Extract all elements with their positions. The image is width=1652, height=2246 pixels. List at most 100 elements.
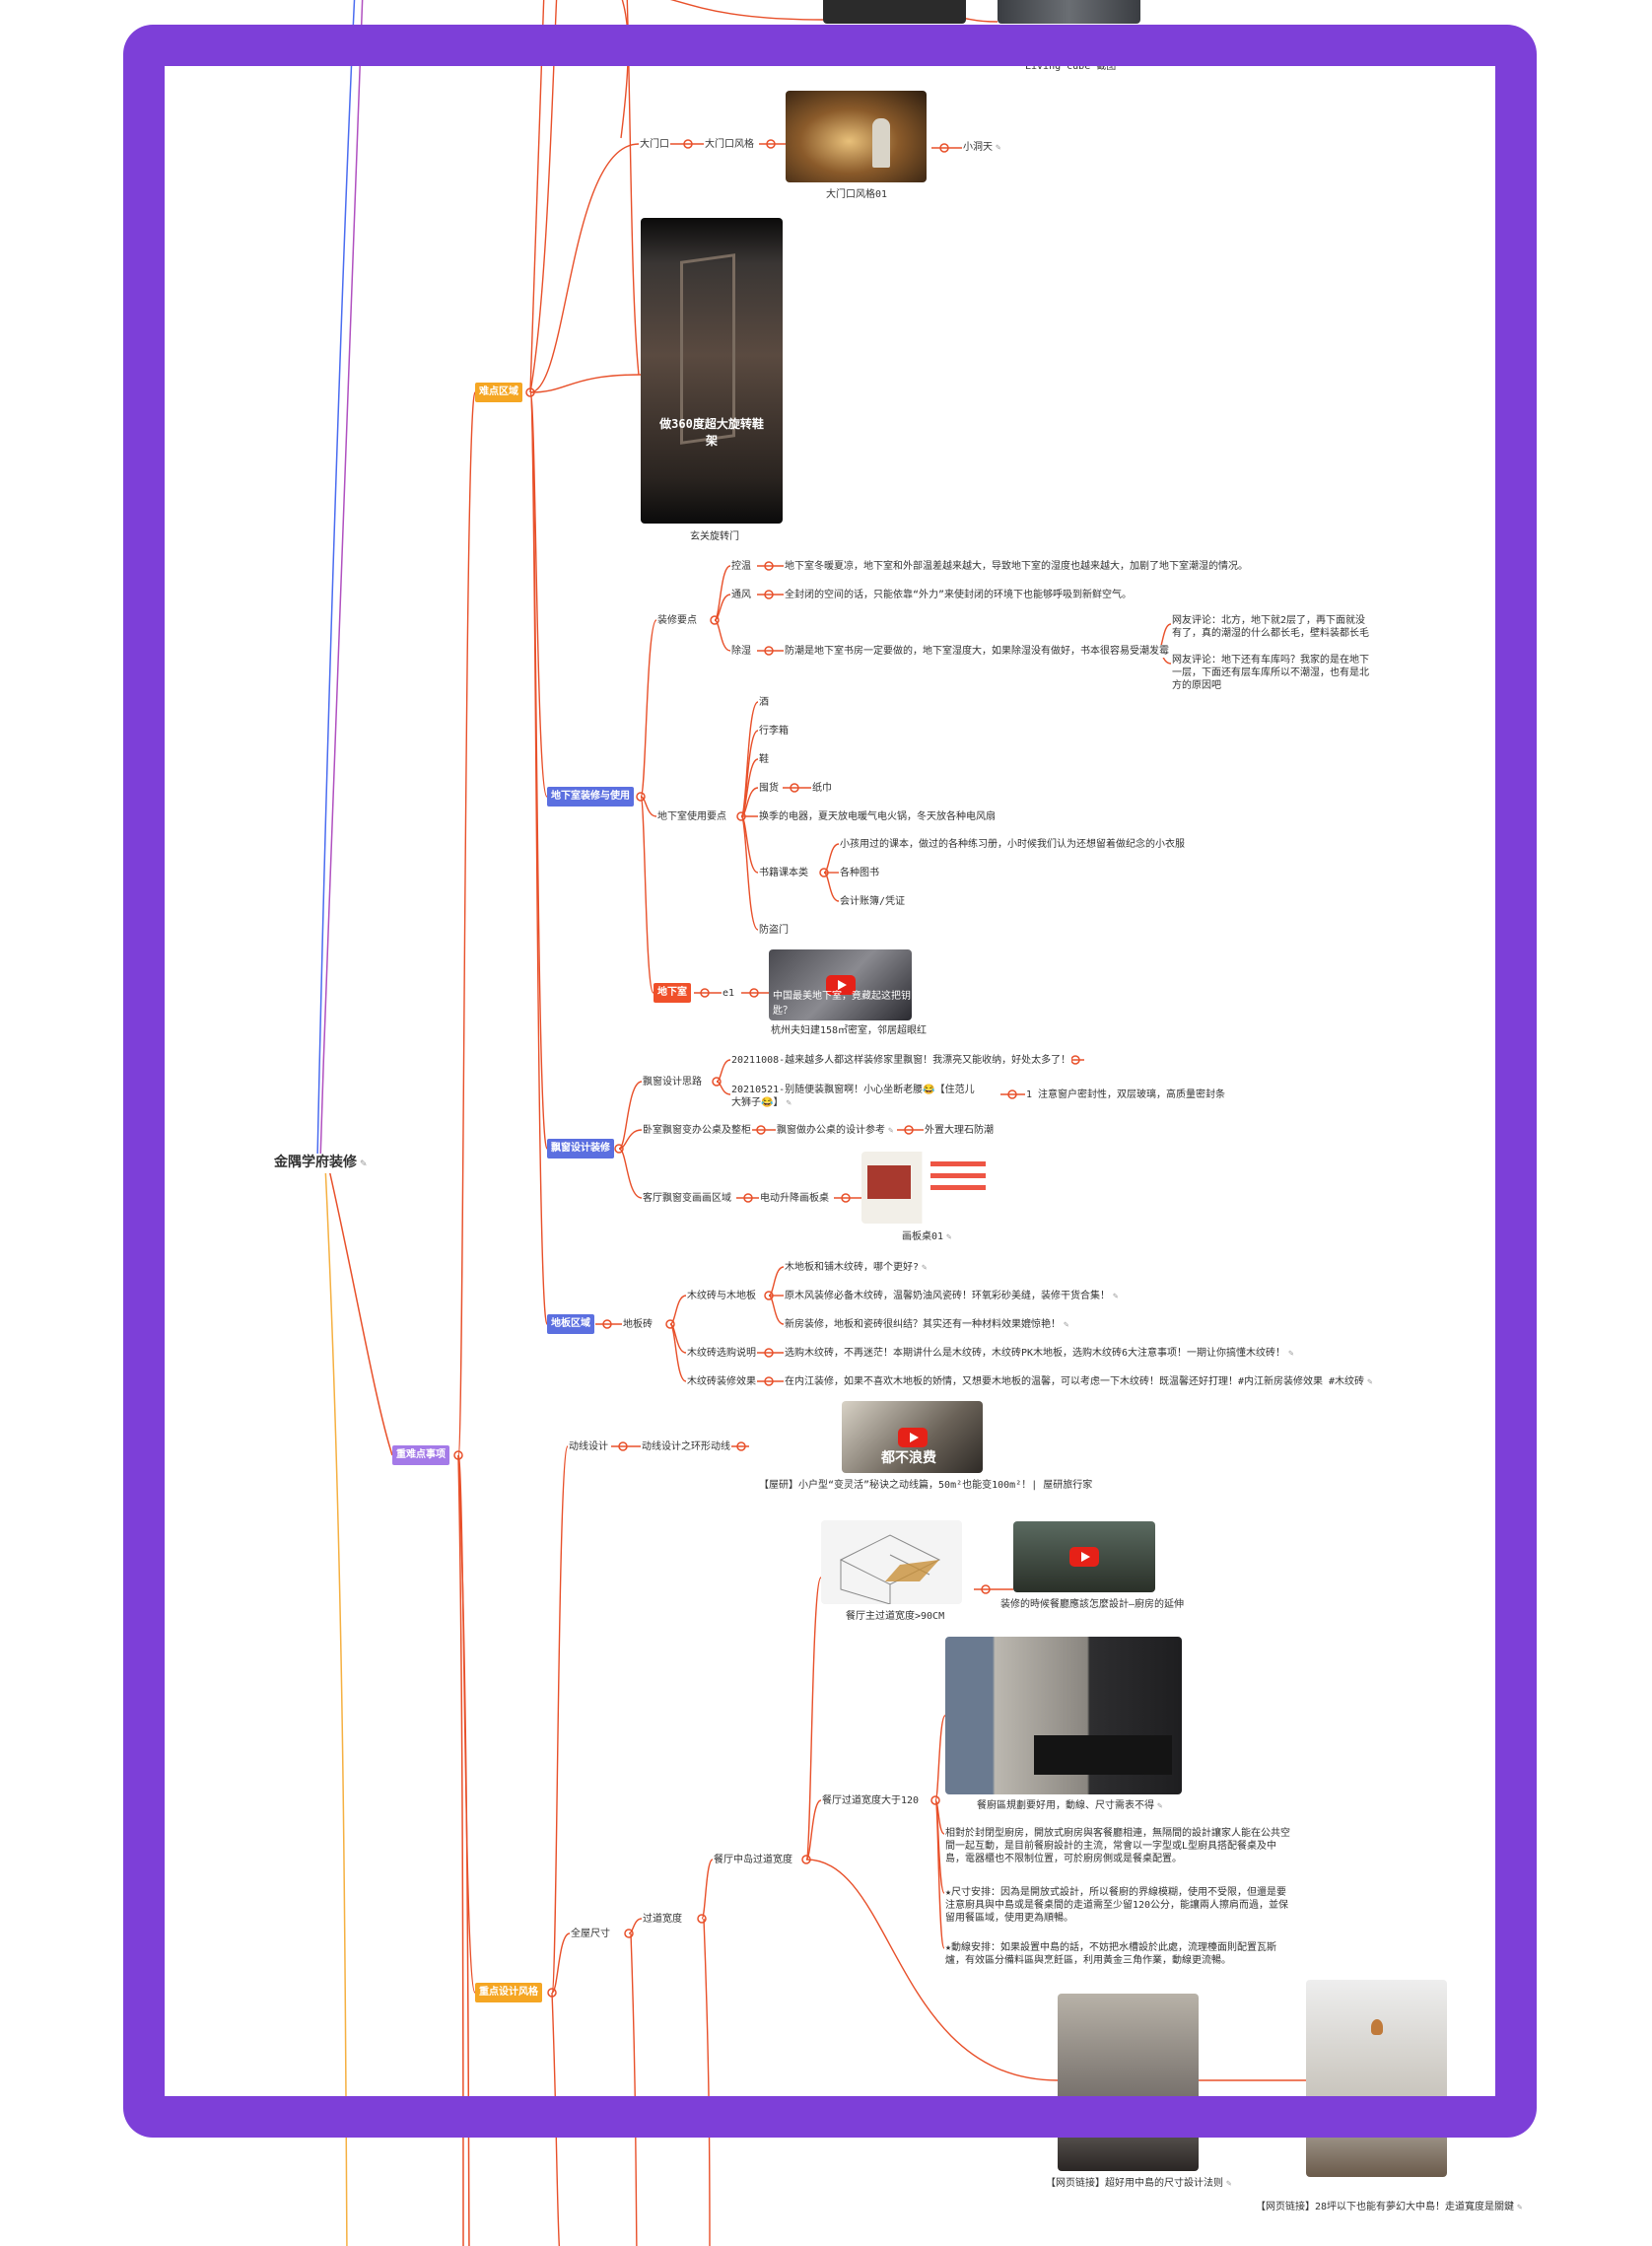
huaban-image[interactable] xyxy=(861,1152,995,1224)
living-cube-thumb[interactable] xyxy=(998,0,1140,24)
huanji-node[interactable]: 换季的电器，夏天放电暖气电火锅，冬天放各种电风扇 xyxy=(758,810,997,823)
canting-120-node[interactable]: 餐厅过道宽度大于120 xyxy=(821,1794,921,1807)
tag-dixiashi-2[interactable]: 地下室 xyxy=(654,983,691,1003)
pin-icon[interactable]: ✎ xyxy=(1367,1377,1373,1387)
connector-line xyxy=(716,1081,731,1095)
pin-icon[interactable]: ✎ xyxy=(922,1263,928,1273)
pin-icon[interactable]: ✎ xyxy=(1064,1320,1069,1330)
mw-shuoming-desc[interactable]: 选购木纹砖，不再迷茫！本期讲什么是木纹砖，木纹砖PK木地板，选购木纹砖6大注意事… xyxy=(784,1347,1295,1361)
hangzhou-video[interactable]: 中国最美地下室，竟藏起这把钥匙？ xyxy=(769,949,912,1020)
pin-icon[interactable]: ✎ xyxy=(1157,1801,1163,1811)
damenkou-style-node[interactable]: 大门口风格 xyxy=(704,138,755,151)
chufang-video[interactable] xyxy=(1013,1521,1155,1592)
guodao-node[interactable]: 过道宽度 xyxy=(642,1913,683,1926)
e1-node[interactable]: e1 xyxy=(722,987,736,1000)
shoe-rack-video[interactable]: 做360度超大旋转鞋架 xyxy=(641,218,783,524)
pin-icon[interactable]: ✎ xyxy=(888,1126,894,1136)
mw-xiaoguo-node[interactable]: 木纹砖装修效果 xyxy=(686,1375,757,1388)
damenkou-image[interactable] xyxy=(786,91,927,182)
fangdaomen-node[interactable]: 防盗门 xyxy=(758,924,790,937)
xinglixiang-node[interactable]: 行李箱 xyxy=(758,725,790,737)
piao-2-node[interactable]: 20210521-别随便装飘窗啊！小心坐断老腰😂【住范儿大狮子😂】✎ xyxy=(730,1084,984,1110)
wuyan-video[interactable]: 都不浪费 xyxy=(842,1401,983,1473)
piao-office-node[interactable]: 飘窗做办公桌的设计参考✎ xyxy=(776,1124,895,1138)
play-icon[interactable] xyxy=(897,1427,928,1447)
dongxian-huan-node[interactable]: 动线设计之环形动线 xyxy=(641,1440,731,1453)
zhijin-node[interactable]: 纸巾 xyxy=(811,782,833,795)
chushi-node[interactable]: 除湿 xyxy=(730,645,752,658)
connector-line xyxy=(630,1932,638,2246)
woshi-piao-node[interactable]: 卧室飘窗变办公桌及整柜 xyxy=(642,1124,752,1137)
link1-caption-node[interactable]: 【网页链接】超好用中島的尺寸設计法则✎ xyxy=(1045,2177,1233,2191)
play-icon[interactable] xyxy=(825,975,856,995)
mw-1-label: 木地板和铺木纹砖，哪个更好? xyxy=(785,1262,920,1273)
root-node[interactable]: 金隅学府装修✎ xyxy=(273,1154,369,1173)
tag-zhongnan[interactable]: 重难点事项 xyxy=(392,1445,449,1465)
comment-1[interactable]: 网友评论：北方，地下就2层了，再下面就没有了，真的潮湿的什么都长毛，壁料装都长毛 xyxy=(1171,614,1375,640)
para-1[interactable]: 相對於封閉型廚房，開放式廚房與客餐廳相連，無隔間的設計讓家人能在公共空間一起互動… xyxy=(944,1827,1291,1865)
xie-node[interactable]: 鞋 xyxy=(758,753,770,766)
link2-image[interactable] xyxy=(1306,1980,1447,2177)
connector-line xyxy=(805,1799,822,1860)
pin-icon[interactable]: ✎ xyxy=(1517,2203,1523,2212)
kongwen-node[interactable]: 控温 xyxy=(730,560,752,573)
waizhi-node[interactable]: 外置大理石防潮 xyxy=(924,1124,995,1137)
jiu-node[interactable]: 酒 xyxy=(758,696,770,709)
mw-shuoming-node[interactable]: 木纹砖选购说明 xyxy=(686,1347,757,1360)
muwen-vs-node[interactable]: 木纹砖与木地板 xyxy=(686,1290,757,1302)
kuaiji-node[interactable]: 会计账簿/凭证 xyxy=(839,895,907,908)
mw-xiaoguo-desc[interactable]: 在内江装修，如果不喜欢木地板的娇情，又想要木地板的温馨，可以考虑一下木纹砖！既温… xyxy=(784,1375,1374,1389)
huaban-caption-node[interactable]: 画板桌01✎ xyxy=(901,1230,953,1244)
mw-3-node[interactable]: 新房装修，地板和瓷砖很纠结？其实还有一种材料效果媲惊艳！✎ xyxy=(784,1318,1070,1332)
tongfeng-node[interactable]: 通风 xyxy=(730,589,752,601)
kongwen-desc[interactable]: 地下室冬暖夏凉，地下室和外部温差越来越大，导致地下室的湿度也越来越大，加剧了地下… xyxy=(784,560,1249,573)
pin-icon[interactable]: ✎ xyxy=(1113,1292,1119,1301)
piao-1-node[interactable]: 20211008-越来越多人都这样装修家里飘窗！我漂亮又能收纳，好处太多了！ xyxy=(730,1054,1072,1067)
link2-caption-node[interactable]: 【网页链接】28坪以下也能有夢幻大中島！走道寬度是關鍵✎ xyxy=(1255,2201,1524,2214)
diban-zhuan-node[interactable]: 地板砖 xyxy=(622,1318,654,1331)
tag-nandian[interactable]: 难点区域 xyxy=(475,383,522,402)
tag-diban[interactable]: 地板区域 xyxy=(547,1314,594,1334)
connector-line xyxy=(716,1059,731,1083)
use-yaodian-node[interactable]: 地下室使用要点 xyxy=(656,810,727,823)
canting-zhongdao-node[interactable]: 餐厅中岛过道宽度 xyxy=(713,1854,793,1866)
pin-icon[interactable]: ✎ xyxy=(1226,2179,1232,2189)
pin-icon[interactable]: ✎ xyxy=(360,1159,368,1169)
pin-icon[interactable]: ✎ xyxy=(946,1232,952,1242)
keben-node[interactable]: 小孩用过的课本，做过的各种练习册，小时候我们认为还想留着做纪念的小衣服 xyxy=(839,838,1186,851)
screenshot-thumb[interactable] xyxy=(823,0,966,24)
chushi-desc[interactable]: 防潮是地下室书房一定要做的，地下室湿度大，如果除湿没有做好，书本很容易受潮发霉 xyxy=(784,645,1170,658)
tag-dixiashi[interactable]: 地下室装修与使用 xyxy=(547,787,634,807)
canchu-caption-node[interactable]: 餐廚區規劃要好用，動線、尺寸需表不得✎ xyxy=(976,1799,1164,1813)
quanwu-node[interactable]: 全屋尺寸 xyxy=(570,1928,611,1940)
keting-piao-node[interactable]: 客厅飘窗变画画区域 xyxy=(642,1192,732,1205)
canchu-image[interactable] xyxy=(945,1637,1182,1794)
gezhong-node[interactable]: 各种图书 xyxy=(839,867,880,879)
play-icon[interactable] xyxy=(1069,1547,1099,1567)
pin-icon[interactable]: ✎ xyxy=(996,143,1001,153)
tag-zhongdian[interactable]: 重点设计风格 xyxy=(475,1983,542,2002)
tongfeng-desc[interactable]: 全封闭的空间的话，只能依靠“外力”来使封闭的环境下也能够呼吸到新鲜空气。 xyxy=(784,589,1134,601)
tunhuo-node[interactable]: 囤货 xyxy=(758,782,780,795)
piao-2-note[interactable]: 1 注意窗户密封性，双层玻璃，高质量密封条 xyxy=(1025,1088,1227,1101)
connector-line xyxy=(823,843,840,874)
pin-icon[interactable]: ✎ xyxy=(786,1098,792,1108)
diandong-node[interactable]: 电动升降画板桌 xyxy=(759,1192,830,1205)
piao-silu-node[interactable]: 飘窗设计思路 xyxy=(642,1076,703,1088)
connector-line xyxy=(628,1918,643,1934)
mw-2-node[interactable]: 原木风装修必备木纹砖，温馨奶油风瓷砖！环氧彩砂美缝，装修干货合集！✎ xyxy=(784,1290,1120,1303)
link1-image[interactable] xyxy=(1058,1994,1199,2171)
mw-1-node[interactable]: 木地板和铺木纹砖，哪个更好?✎ xyxy=(784,1261,929,1275)
comment-2[interactable]: 网友评论：地下还有车库吗？我家的是在地下一层，下面还有层车库所以不潮湿，也有是北… xyxy=(1171,654,1375,692)
shuji-node[interactable]: 书籍课本类 xyxy=(758,867,809,879)
para-2[interactable]: ★尺寸安排：因為是開放式設計，所以餐廚的界線模糊，使用不受限，但還是要注意廚具與… xyxy=(944,1886,1291,1925)
dongxian-node[interactable]: 动线设计 xyxy=(568,1440,609,1453)
pin-icon[interactable]: ✎ xyxy=(1288,1349,1294,1359)
para-3[interactable]: ★動線安排：如果設置中島的話，不妨把水槽設於此處，流理檯面則配置瓦斯爐，有效區分… xyxy=(944,1941,1291,1967)
canting-diagram[interactable] xyxy=(821,1520,962,1604)
tag-piaochuang[interactable]: 飘窗设计装修 xyxy=(547,1139,614,1158)
damenkou-node[interactable]: 大门口 xyxy=(639,138,670,151)
xiaodongtian-node[interactable]: 小洞天✎ xyxy=(962,141,1002,155)
zx-yaodian-node[interactable]: 装修要点 xyxy=(656,614,698,627)
